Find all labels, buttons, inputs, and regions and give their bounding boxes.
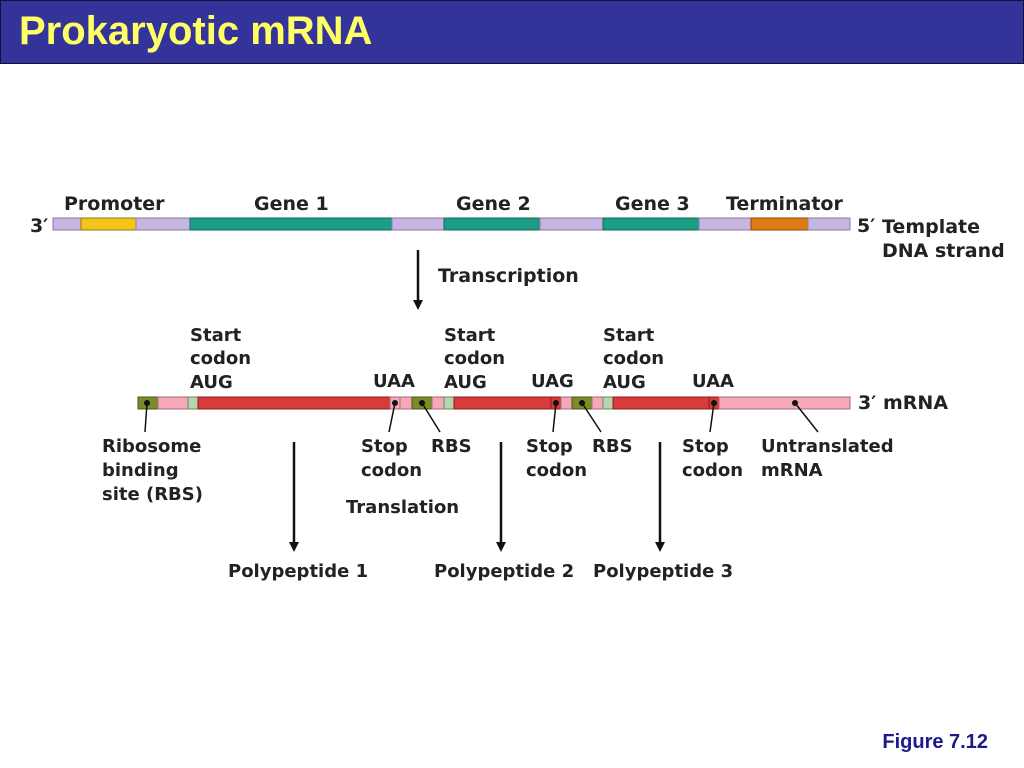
- start-codon-2-line2: codon: [444, 348, 505, 369]
- pointer-rbs-1: [144, 402, 148, 433]
- spacer-4-segment: [591, 396, 604, 410]
- promoter-segment: [80, 217, 137, 231]
- stop-codon-3-label-line2: codon: [682, 460, 743, 481]
- start-codon-1-segment: [187, 396, 199, 410]
- start-codon-3-line3: AUG: [603, 372, 646, 393]
- rbs-label-line1: Ribosome: [102, 436, 201, 457]
- terminator-label: Terminator: [726, 193, 843, 215]
- dna-spacer-1: [135, 217, 191, 231]
- stop-sequence-1: UAA: [373, 371, 415, 392]
- stop-codon-2-label-line2: codon: [526, 460, 587, 481]
- start-codon-2-segment: [443, 396, 455, 410]
- utr-3-segment: [718, 396, 851, 410]
- template-label-line2: DNA strand: [882, 240, 1005, 262]
- figure-caption: Figure 7.12: [882, 731, 988, 753]
- pointer-dot-rbs-3: [579, 400, 585, 406]
- pointer-rbs-2: [421, 402, 441, 433]
- pointer-stop-1: [388, 402, 396, 433]
- start-codon-1-line2: codon: [190, 348, 251, 369]
- stop-sequence-2: UAG: [531, 371, 574, 392]
- pointer-dot-rbs-2: [419, 400, 425, 406]
- utr-5-segment: [157, 396, 189, 410]
- coding-region-2: [453, 396, 552, 410]
- dna-spacer-left: [52, 217, 82, 231]
- dna-spacer-2: [391, 217, 445, 231]
- pointer-stop-3: [709, 402, 715, 433]
- pointer-dot-stop-2: [553, 400, 559, 406]
- rbs-label-line3: site (RBS): [102, 484, 203, 505]
- start-codon-3-line2: codon: [603, 348, 664, 369]
- gene2-label: Gene 2: [456, 193, 531, 215]
- promoter-label: Promoter: [64, 193, 165, 215]
- mrna-label: mRNA: [883, 392, 948, 414]
- coding-region-1: [197, 396, 391, 410]
- slide-title: Prokaryotic mRNA: [19, 9, 373, 53]
- rbs-label-line2: binding: [102, 460, 179, 481]
- dna-spacer-3: [539, 217, 604, 231]
- coding-region-3: [612, 396, 710, 410]
- spacer-3-segment: [560, 396, 573, 410]
- polypeptide-1-label: Polypeptide 1: [228, 561, 368, 582]
- dna-spacer-4: [698, 217, 752, 231]
- rbs-3-label: RBS: [592, 436, 633, 457]
- start-codon-1-line1: Start: [190, 325, 242, 346]
- gene1-label: Gene 1: [254, 193, 329, 215]
- pointer-stop-2: [552, 402, 557, 433]
- start-codon-2-line3: AUG: [444, 372, 487, 393]
- pointer-dot-stop-3: [711, 400, 717, 406]
- polypeptide-3-label: Polypeptide 3: [593, 561, 733, 582]
- spacer-2-segment: [431, 396, 445, 410]
- translation-label: Translation: [346, 497, 459, 518]
- pointer-dot-stop-1: [392, 400, 398, 406]
- dna-spacer-right: [807, 217, 851, 231]
- title-bar: Prokaryotic mRNA: [0, 0, 1024, 64]
- mrna-strand: [137, 396, 851, 410]
- stop-codon-2-label-line1: Stop: [526, 436, 573, 457]
- pointer-rbs-3: [581, 402, 602, 433]
- spacer-1-segment: [399, 396, 413, 410]
- gene1-segment: [189, 217, 393, 231]
- untranslated-label-line2: mRNA: [761, 460, 823, 481]
- pointer-dot-rbs-1: [144, 400, 150, 406]
- pointer-untranslated: [794, 402, 819, 433]
- stop-codon-1-label-line1: Stop: [361, 436, 408, 457]
- gene3-label: Gene 3: [615, 193, 690, 215]
- gene2-segment: [443, 217, 541, 231]
- start-codon-3-segment: [602, 396, 614, 410]
- start-codon-2-line1: Start: [444, 325, 496, 346]
- terminator-segment: [750, 217, 809, 231]
- untranslated-label-line1: Untranslated: [761, 436, 894, 457]
- start-codon-1-line3: AUG: [190, 372, 233, 393]
- dna-strand: [52, 217, 851, 231]
- gene3-segment: [602, 217, 700, 231]
- polypeptide-2-label: Polypeptide 2: [434, 561, 574, 582]
- template-label-line1: Template: [882, 216, 980, 238]
- stop-sequence-3: UAA: [692, 371, 734, 392]
- dna-right-end: 5′: [857, 215, 875, 237]
- stop-codon-1-label-line2: codon: [361, 460, 422, 481]
- mrna-right-end: 3′: [858, 392, 876, 414]
- rbs-2-label: RBS: [431, 436, 472, 457]
- pointer-dot-untranslated: [792, 400, 798, 406]
- pointer-lines: [144, 400, 819, 433]
- start-codon-3-line1: Start: [603, 325, 655, 346]
- stop-codon-3-label-line1: Stop: [682, 436, 729, 457]
- dna-left-end: 3′: [30, 215, 48, 237]
- transcription-label: Transcription: [438, 265, 579, 287]
